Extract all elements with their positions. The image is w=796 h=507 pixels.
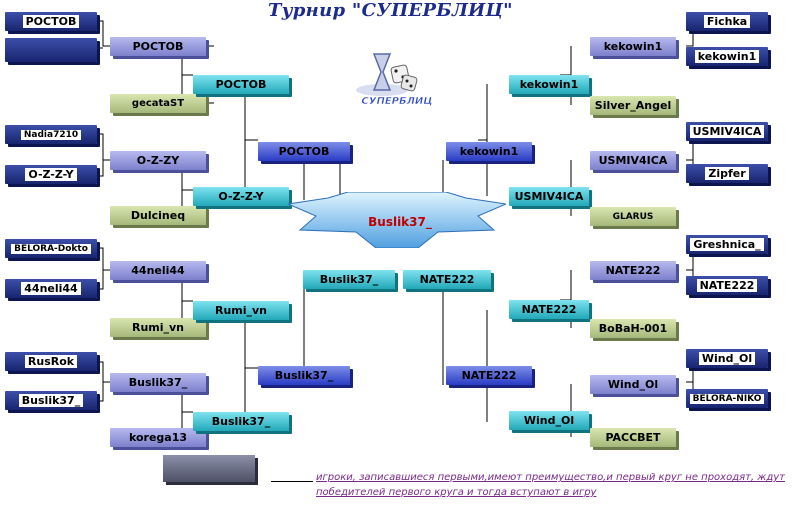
page-title: Турнир "СУПЕРБЛИЦ" [268, 0, 513, 21]
right-r1-slot: Wind_Ol [590, 375, 676, 394]
right-r1-slot: kekowin1 [590, 37, 676, 56]
right-r2-slot: USMIV4ICA [509, 187, 589, 206]
left-r2-slot: O-Z-Z-Y [193, 187, 289, 206]
left-r0-slot: РОСТОВ [5, 12, 97, 31]
left-finalist: Buslik37_ [303, 270, 395, 289]
left-r3-slot: РОСТОВ [258, 142, 350, 161]
right-r0-slot: Greshnica_ [686, 235, 768, 254]
right-r1-slot: USMIV4ICA [590, 151, 676, 170]
right-finalist: NATE222 [403, 270, 491, 289]
logo-icon: СУПЕРБЛИЦ [356, 53, 433, 107]
left-r0-slot: Nadia7210 [5, 125, 97, 144]
left-r2-slot: Buslik37_ [193, 412, 289, 431]
right-r0-slot: USMIV4ICA [686, 122, 768, 141]
right-r1-slot: GLARUS [590, 207, 676, 226]
right-r0-slot: Fichka [686, 12, 768, 31]
legend-note: игроки, записавшиеся первыми,имеют преим… [316, 472, 785, 498]
left-r1-slot: gecataST [110, 94, 206, 113]
left-r3-slot: Buslik37_ [258, 366, 350, 385]
left-r2-slot: РОСТОВ [193, 75, 289, 94]
right-r1-slot: Silver_Angel [590, 96, 676, 115]
right-r3-slot: NATE222 [446, 366, 532, 385]
left-r0-slot: BELORA-Dokto [5, 239, 97, 258]
right-r0-slot: Zipfer [686, 164, 768, 183]
left-r1-slot: РОСТОВ [110, 37, 206, 56]
right-r0-slot: NATE222 [686, 276, 768, 295]
right-r0-slot: kekowin1 [686, 47, 768, 66]
left-r1-slot: 44neli44 [110, 261, 206, 280]
right-r0-slot: Wind_Ol [686, 349, 768, 368]
right-r2-slot: NATE222 [509, 300, 589, 319]
champion-banner [288, 192, 506, 248]
champion-name: Buslik37_ [368, 215, 432, 229]
legend-line [271, 481, 313, 482]
left-r1-slot: korega13 [110, 428, 206, 447]
logo-text: СУПЕРБЛИЦ [361, 96, 432, 107]
left-r0-slot [5, 38, 97, 62]
left-r2-slot: Rumi_vn [193, 301, 289, 320]
right-r1-slot: NATE222 [590, 261, 676, 280]
left-r1-slot: Buslik37_ [110, 373, 206, 392]
left-r0-slot: O-Z-Z-Y [5, 165, 97, 184]
right-r2-slot: kekowin1 [509, 75, 589, 94]
right-r2-slot: Wind_Ol [509, 411, 589, 430]
left-r0-slot: RusRok [5, 352, 97, 371]
left-r1-slot: Dulcineq [110, 206, 206, 225]
left-r0-slot: 44neli44 [5, 279, 97, 298]
right-r1-slot: BoBaH-001 [590, 319, 676, 338]
right-r1-slot: PACCBET [590, 428, 676, 447]
left-r1-slot: Rumi_vn [110, 318, 206, 337]
legend-swatch [163, 455, 255, 482]
left-r1-slot: O-Z-ZY [110, 151, 206, 170]
right-r3-slot: kekowin1 [446, 142, 532, 161]
left-r0-slot: Buslik37_ [5, 391, 97, 410]
right-r0-slot: BELORA-NIKO [686, 389, 768, 408]
